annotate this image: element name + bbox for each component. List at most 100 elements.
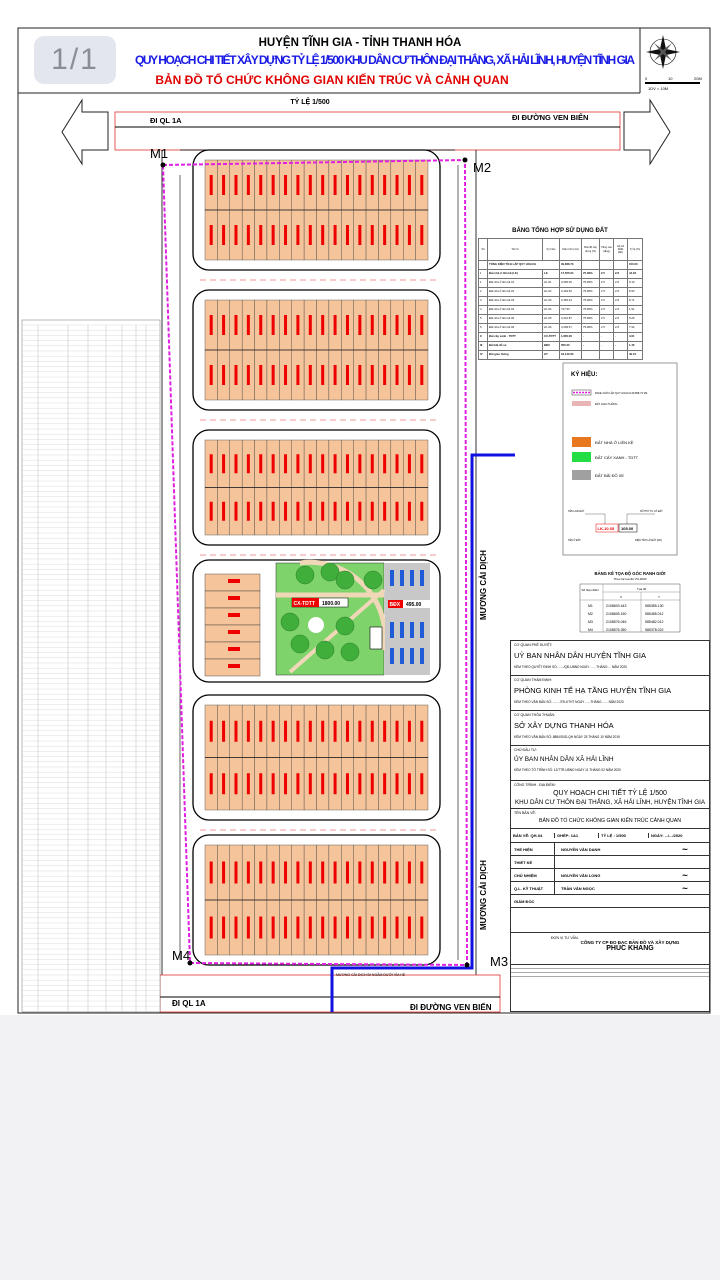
- table-cell: Đất nhà ở liền kề 06: [487, 323, 543, 333]
- staff-name: NGUYỄN VĂN DANH: [561, 846, 601, 852]
- lot-label: [370, 225, 374, 245]
- lot-label: [407, 315, 411, 335]
- lot-label: [296, 225, 300, 245]
- lot-label: [308, 501, 312, 521]
- table-cell: -: [581, 341, 600, 351]
- lot-label: [222, 720, 226, 742]
- lot-label: [420, 720, 424, 742]
- lot-label: [271, 501, 275, 521]
- consultant-footer: [511, 964, 709, 979]
- lot-label: [284, 916, 288, 939]
- table-cell: LK-05: [542, 314, 560, 324]
- table-cell: LK-03: [542, 296, 560, 306]
- parking-area-label: 495.00: [406, 602, 422, 608]
- lot-label: [259, 720, 263, 742]
- parking-label-box: [388, 600, 430, 608]
- tree-icon: [363, 570, 383, 590]
- table-cell: 75-80%: [581, 314, 600, 324]
- lot-label: [358, 225, 362, 245]
- drawing-number: BẢN VẼ: QH-04: [511, 833, 555, 838]
- legend-sample-area: 105.00: [621, 526, 634, 531]
- lot-label: [234, 175, 238, 195]
- table-header: Tọa độ: [637, 587, 647, 591]
- table-cell: [613, 260, 628, 270]
- table-cell: 75-80%: [581, 287, 600, 297]
- lot-label: [308, 861, 312, 884]
- table-cell: 6: [478, 323, 488, 333]
- scale-note: 1DV = 10M: [648, 86, 668, 91]
- lot-label: [383, 720, 387, 742]
- lot-label: [407, 225, 411, 245]
- marker-m3: M3: [490, 954, 508, 969]
- marker-m2: M2: [473, 160, 491, 175]
- lot-label: [420, 454, 424, 474]
- fountain: [308, 617, 324, 633]
- lot-label: [284, 454, 288, 474]
- tree-icon: [335, 616, 355, 636]
- lot-label: [358, 454, 362, 474]
- lot-label: [321, 315, 325, 335]
- lot-label: [296, 501, 300, 521]
- car-icon: [390, 648, 394, 664]
- lot-label: [234, 861, 238, 884]
- legend-label: ĐẤT BÃI ĐỖ XE: [595, 473, 624, 478]
- callout-line: [585, 513, 606, 524]
- table-cell: 2.5: [599, 323, 614, 333]
- lot-label: [308, 454, 312, 474]
- lot-label: [358, 773, 362, 795]
- car-icon: [420, 622, 424, 638]
- lot-label: [321, 225, 325, 245]
- lot-label: [420, 175, 424, 195]
- lot-label: [209, 225, 213, 245]
- table-cell: 2.5: [599, 296, 614, 306]
- lot-label: [284, 175, 288, 195]
- lot-label: [395, 454, 399, 474]
- lot-label: [358, 720, 362, 742]
- lot-label: [259, 315, 263, 335]
- tree-icon: [320, 562, 340, 582]
- land-use-table-title: BẢNG TỔNG HỢP SỬ DỤNG ĐẤT: [512, 227, 608, 234]
- lot-label: [321, 365, 325, 385]
- drawing-sheet: HUYỆN TĨNH GIA - TỈNH THANH HÓA QUY HOẠC…: [0, 0, 720, 1015]
- lot-label: [358, 315, 362, 335]
- lot-label: [321, 175, 325, 195]
- lot-table-frame: [21, 319, 161, 1013]
- lot-label: [296, 773, 300, 795]
- lot-label: [370, 720, 374, 742]
- lot-label: [296, 365, 300, 385]
- table-cell: [478, 260, 488, 270]
- arrow-left-icon: [61, 98, 109, 166]
- lot-label: [333, 916, 337, 939]
- table-cell: 2.5: [599, 278, 614, 288]
- lot-label: [222, 916, 226, 939]
- staff-row: GIÁM ĐỐC: [511, 895, 709, 907]
- drawing-scale: TỶ LỆ : 1/500: [599, 833, 649, 838]
- lot-label: [321, 501, 325, 521]
- lot-label: [246, 315, 250, 335]
- lot-label: [271, 916, 275, 939]
- housing-block: [192, 429, 441, 546]
- table-cell: 75-80%: [581, 296, 600, 306]
- lot-label: [284, 861, 288, 884]
- table-cell: Đất nhà ở liền kề 01: [487, 278, 543, 288]
- lot-label: [345, 454, 349, 474]
- lot-label: [246, 501, 250, 521]
- lot-label: [395, 720, 399, 742]
- lot-label: [345, 315, 349, 335]
- lot-label: [246, 720, 250, 742]
- page-indicator: 1/1: [34, 36, 116, 84]
- table-cell: 75-80%: [581, 323, 600, 333]
- table-cell: Đất cây xanh - TDTT: [487, 332, 543, 342]
- lot-label: [395, 773, 399, 795]
- table-cell: 585378.022: [645, 628, 664, 632]
- lot-label: [395, 861, 399, 884]
- staff-row: THIẾT KẾ: [511, 856, 709, 869]
- lot-label: [383, 861, 387, 884]
- lot-label: [284, 315, 288, 335]
- table-cell: 44.03: [627, 269, 643, 279]
- staff-row: CHỦ NHIỆM NGUYỄN VĂN LONG ~: [511, 869, 709, 882]
